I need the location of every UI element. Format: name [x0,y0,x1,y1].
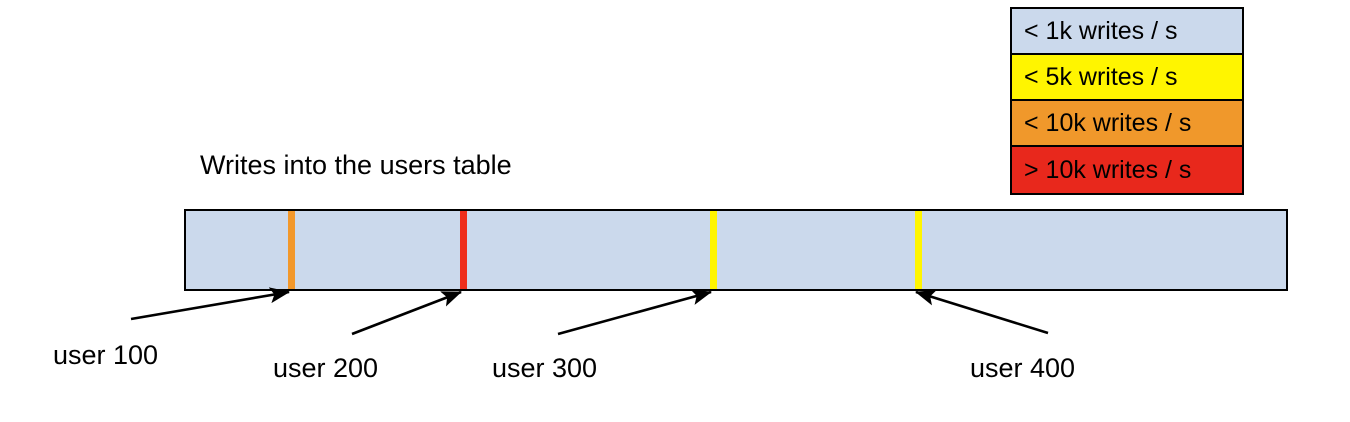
legend-row-under-10k: < 10k writes / s [1012,101,1242,147]
user-300-stripe [710,211,717,289]
user-400-stripe [915,211,922,289]
user-200-stripe [460,211,467,289]
arrow-to-user-300 [557,289,713,336]
caption-writes-into-users-table: Writes into the users table [200,150,512,180]
pointer-label-user-100: user 100 [53,340,159,370]
pointer-label-user-200: user 200 [273,353,379,383]
legend: < 1k writes / s < 5k writes / s < 10k wr… [1010,7,1244,195]
pointer-label-user-300: user 300 [492,353,598,383]
legend-label: < 1k writes / s [1024,16,1178,45]
arrow-to-user-400 [915,290,1049,335]
pointer-label-user-400: user 400 [970,353,1076,383]
legend-label: < 5k writes / s [1024,62,1178,91]
legend-row-over-10k: > 10k writes / s [1012,147,1242,193]
legend-row-under-1k: < 1k writes / s [1012,9,1242,55]
arrow-to-user-100 [130,287,291,321]
users-table-bar [184,209,1288,291]
legend-row-under-5k: < 5k writes / s [1012,55,1242,101]
user-100-stripe [288,211,295,289]
arrow-to-user-200 [351,290,462,336]
legend-label: > 10k writes / s [1024,155,1192,184]
legend-label: < 10k writes / s [1024,108,1192,137]
